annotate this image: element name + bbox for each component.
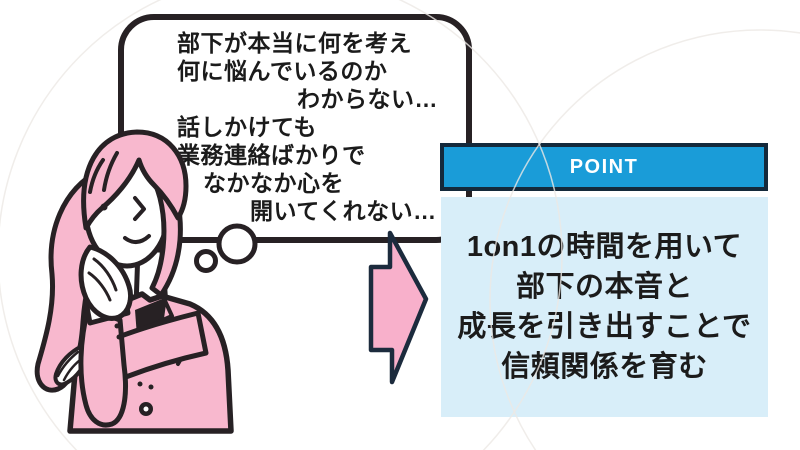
woman-eye-left [100, 203, 108, 211]
jacket-dot [137, 381, 143, 387]
point-body-line: 部下の本音と [515, 271, 693, 303]
point-header: POINT [440, 143, 768, 191]
bubble-line: 話しかけても [177, 114, 317, 140]
bubble-line: 開いてくれない… [250, 198, 437, 224]
woman-back-hair [34, 167, 103, 393]
hair-highlight-lines [88, 151, 119, 194]
bubble-line: わからない… [297, 86, 438, 112]
woman-shirt [135, 297, 167, 362]
woman-hand-on-chin [78, 244, 134, 321]
woman-sleeve [78, 305, 128, 428]
thought-bubble: 部下が本当に何を考え 何に悩んでいるのか わからない… 話しかけても 業務連絡ば… [118, 14, 472, 243]
point-body-line: 信頼関係を育む [501, 351, 708, 383]
point-body: 1on1の時間を用いて 部下の本音と 成長を引き出すことで 信頼関係を育む [441, 197, 768, 417]
woman-jacket [67, 291, 234, 434]
jacket-dot [148, 384, 154, 390]
sleeve-dot [114, 323, 120, 329]
bubble-line: なかなか心を [203, 170, 344, 196]
jacket-button-center [143, 406, 149, 412]
sleeve-dot [116, 334, 122, 340]
thought-dot-small [194, 249, 218, 273]
woman-tucked-fingers [53, 344, 88, 387]
jacket-lapel-line [154, 288, 174, 325]
woman-neck [133, 247, 169, 309]
jacket-crease-line [176, 328, 185, 366]
bubble-line: 部下が本当に何を考え [177, 30, 412, 56]
woman-crossed-arm [84, 310, 209, 393]
point-label: POINT [569, 155, 639, 178]
bubble-line: 何に悩んでいるのか [177, 58, 388, 84]
jacket-button [139, 402, 153, 416]
finger-lines [56, 350, 86, 382]
hand-finger-lines [87, 257, 118, 302]
point-body-line: 1on1の時間を用いて [466, 231, 743, 263]
woman-cuff [83, 290, 131, 326]
bubble-line: 業務連絡ばかりで [177, 142, 366, 168]
point-body-line: 成長を引き出すことで [457, 311, 752, 343]
